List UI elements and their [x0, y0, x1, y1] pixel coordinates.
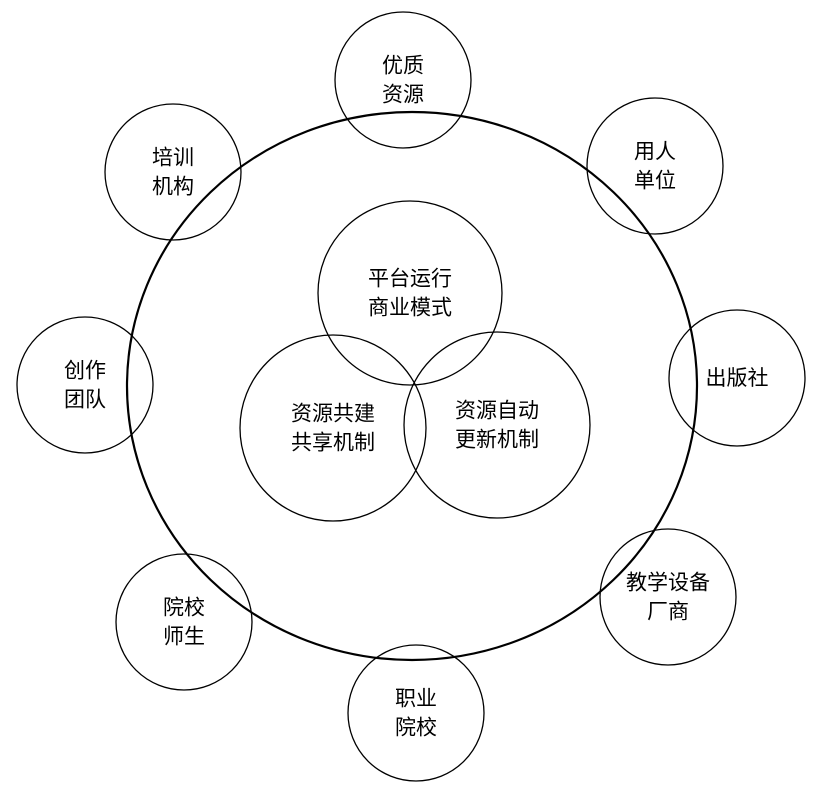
quality-resources-label: 资源: [382, 83, 424, 107]
co-build-share-label: 资源共建: [291, 402, 375, 426]
training-institutions-label: 机构: [152, 175, 194, 199]
equipment-vendors-circle: [599, 528, 737, 666]
teachers-students-label: 师生: [163, 625, 205, 649]
equipment-vendors-label: 教学设备: [626, 571, 710, 595]
publishers-label: 出版社: [706, 366, 769, 390]
auto-update-label: 资源自动: [455, 399, 539, 423]
employers-label: 单位: [634, 169, 676, 193]
business-model-label: 平台运行: [368, 267, 452, 291]
vocational-colleges-label: 院校: [395, 716, 437, 740]
auto-update-circle: [403, 331, 591, 519]
publishers-circle: [668, 309, 806, 447]
training-institutions-label: 培训: [152, 146, 194, 170]
employers-label: 用人: [634, 140, 676, 164]
equipment-vendors-label: 厂商: [647, 600, 689, 624]
creative-team-label: 团队: [64, 388, 106, 412]
employers-circle: [586, 97, 724, 235]
creative-team-label: 创作: [64, 359, 106, 383]
business-model-label: 商业模式: [368, 296, 452, 320]
teachers-students-circle: [115, 553, 253, 691]
co-build-share-label: 共享机制: [291, 431, 375, 455]
vocational-colleges-circle: [347, 644, 485, 782]
vocational-colleges-label: 职业: [395, 687, 437, 711]
quality-resources-label: 优质: [382, 54, 424, 78]
business-model-circle: [317, 200, 503, 386]
quality-resources-circle: [334, 11, 472, 149]
co-build-share-circle: [239, 334, 427, 522]
teachers-students-label: 院校: [163, 596, 205, 620]
creative-team-circle: [16, 316, 154, 454]
platform-ring: [125, 110, 699, 662]
auto-update-label: 更新机制: [455, 428, 539, 452]
node-publishers: 出版社: [668, 309, 806, 447]
training-institutions-circle: [104, 103, 242, 241]
